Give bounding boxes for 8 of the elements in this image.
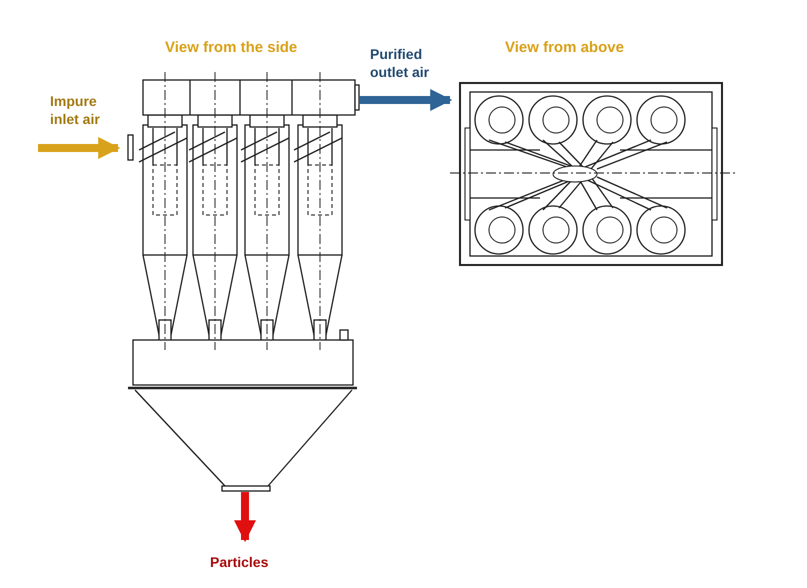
edge-label: Purified outlet air [370,45,430,81]
view-heading: View from above [505,39,624,56]
view-heading: View from the side [165,39,298,56]
arrow [359,89,452,111]
arrow [38,137,120,159]
edge-label: Particles [210,553,270,571]
edge-label: Impure inlet air [50,92,101,128]
arrow [234,492,256,542]
